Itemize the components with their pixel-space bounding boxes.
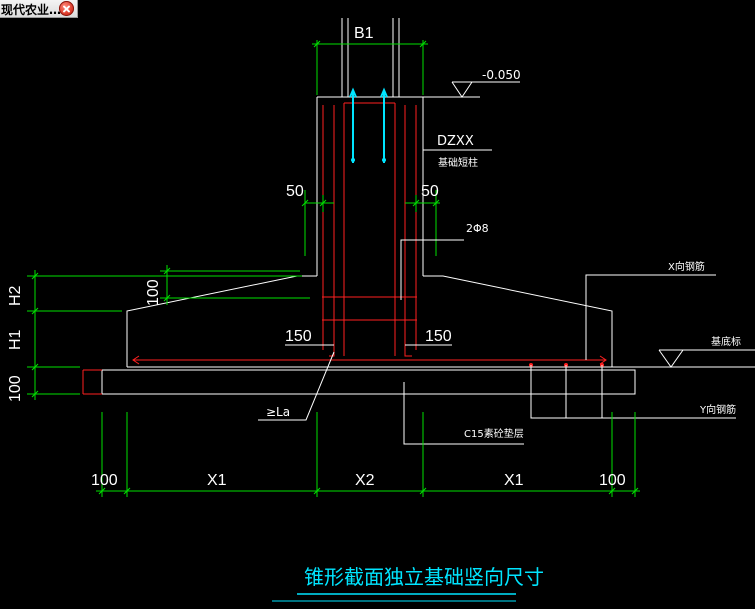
- label-b1: B1: [354, 25, 374, 42]
- dim-label-x1-right: X1: [504, 472, 524, 489]
- label-slope-100: 100: [145, 279, 162, 306]
- elevation-marker: -0.050: [423, 68, 521, 98]
- footing-outline: [101, 275, 636, 395]
- rebar: [82, 102, 607, 395]
- label-anchorage: ≥La: [266, 405, 290, 419]
- label-cover-right: 50: [421, 183, 439, 200]
- label-cover-left: 50: [286, 183, 304, 200]
- y-rebar-label: Y向钢筋: [530, 365, 736, 419]
- label-y-rebar: Y向钢筋: [699, 403, 736, 416]
- label-x-rebar: X向钢筋: [668, 260, 705, 273]
- label-foundation-top: 基底标: [711, 335, 741, 348]
- column-outline: [316, 18, 424, 276]
- label-h2: H2: [7, 285, 24, 306]
- drawing-title: 锥形截面独立基础竖向尺寸: [272, 565, 544, 602]
- label-left-150: 150: [285, 328, 312, 345]
- tab-bar: 现代农业…: [0, 0, 755, 18]
- label-right-150: 150: [425, 328, 452, 345]
- stirrup-label: 2Φ8: [400, 222, 489, 300]
- dim-label-x1-left: X1: [207, 472, 227, 489]
- label-h1: H1: [7, 329, 24, 350]
- cushion-label: C15素砼垫层: [403, 382, 524, 445]
- anchorage-label: ≥La: [258, 351, 335, 421]
- base-level-marker: 基底标: [612, 335, 755, 368]
- dim-slope-100: 100: [145, 265, 310, 306]
- document-tab[interactable]: 现代农业…: [0, 0, 78, 18]
- x-rebar-label: X向钢筋: [585, 260, 716, 360]
- dim-label-x2: X2: [355, 472, 375, 489]
- dim-label-100-right: 100: [599, 472, 626, 489]
- title-text: 锥形截面独立基础竖向尺寸: [304, 565, 544, 589]
- close-icon[interactable]: [59, 1, 74, 16]
- dowel-bars: [349, 87, 388, 163]
- dim-150: 150 150: [285, 328, 452, 346]
- label-stirrup: 2Φ8: [466, 222, 489, 235]
- dim-left: H2 H1 100: [7, 270, 302, 402]
- label-elevation: -0.050: [482, 68, 521, 82]
- dim-cover: 50 50: [286, 183, 440, 256]
- dim-label-100-left: 100: [91, 472, 118, 489]
- label-base-100: 100: [7, 375, 24, 402]
- label-column-note: 基础短柱: [438, 156, 478, 169]
- label-column-id: DZXX: [437, 134, 474, 149]
- column-label: DZXX 基础短柱: [423, 134, 492, 169]
- dim-b1: B1: [312, 20, 428, 95]
- dim-bottom: 100 X1 X2 X1 100: [91, 412, 640, 497]
- label-cushion: C15素砼垫层: [464, 427, 524, 440]
- tab-title: 现代农业…: [1, 3, 62, 17]
